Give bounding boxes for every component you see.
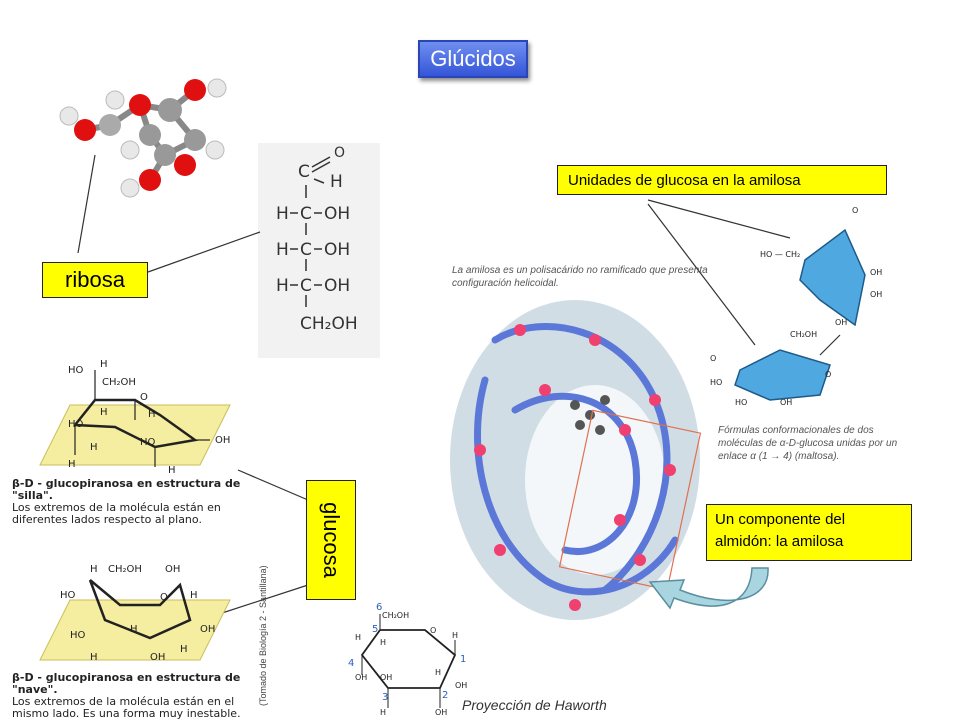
fischer-row2-right: OH [324, 240, 350, 260]
source-note: (Tomado de Biología 2 - Santillana) [258, 565, 268, 706]
nave-caption-body: Los extremos de la molécula están en el … [12, 695, 241, 720]
glucosa-label: glucosa [306, 480, 356, 600]
svg-text:OH: OH [380, 673, 392, 682]
svg-text:O: O [160, 592, 168, 603]
svg-text:OH: OH [780, 398, 792, 407]
svg-text:OH: OH [165, 564, 180, 575]
svg-text:OH: OH [870, 290, 882, 299]
fischer-row3-center: C [300, 276, 312, 296]
page-title: Glúcidos [418, 40, 528, 78]
fischer-row2-left: H [276, 240, 289, 260]
svg-text:OH: OH [870, 268, 882, 277]
curved-arrow-icon [648, 567, 769, 610]
svg-text:HO: HO [68, 365, 84, 376]
svg-text:OH: OH [455, 681, 467, 690]
haworth-caption: Proyección de Haworth [462, 697, 607, 713]
nave-caption: β-D - glucopiranosa en estructura de "na… [12, 672, 272, 720]
svg-text:H: H [380, 638, 386, 647]
svg-text:H: H [435, 668, 441, 677]
silla-caption: β-D - glucopiranosa en estructura de "si… [12, 478, 272, 526]
svg-text:H: H [380, 708, 386, 717]
svg-text:HO: HO [68, 419, 84, 430]
svg-text:O: O [852, 206, 858, 215]
svg-text:HO — CH₂: HO — CH₂ [760, 250, 800, 259]
haworth-num-2: 2 [442, 690, 448, 701]
svg-text:H: H [90, 652, 98, 663]
fischer-row1-right: OH [324, 204, 350, 224]
svg-text:H: H [190, 590, 198, 601]
svg-text:H: H [100, 407, 108, 418]
svg-text:HO: HO [60, 590, 76, 601]
svg-text:CH₂OH: CH₂OH [790, 330, 817, 339]
nave-caption-title: β-D - glucopiranosa en estructura de "na… [12, 671, 241, 696]
svg-text:CH₂OH: CH₂OH [108, 564, 142, 575]
silla-caption-title: β-D - glucopiranosa en estructura de "si… [12, 477, 241, 502]
fischer-row1-left: H [276, 204, 289, 224]
svg-text:H: H [148, 409, 156, 420]
svg-text:HO: HO [710, 378, 722, 387]
svg-text:O: O [140, 392, 148, 403]
svg-text:HO: HO [70, 630, 86, 641]
ribose-3d-model [59, 78, 227, 198]
fischer-row3-right: OH [324, 276, 350, 296]
svg-text:O: O [430, 626, 436, 635]
amilosa-helix [450, 300, 702, 620]
haworth-num-4: 4 [348, 658, 354, 669]
svg-text:OH: OH [200, 624, 215, 635]
amilosa-description: La amilosa es un polisacárido no ramific… [452, 265, 708, 289]
silla-caption-body: Los extremos de la molécula están en dif… [12, 501, 221, 526]
ribosa-label: ribosa [42, 262, 148, 298]
fischer-top-oxygen: O [334, 145, 345, 161]
svg-text:HO: HO [735, 398, 747, 407]
svg-text:H: H [100, 359, 108, 370]
amilosa-units-label: Unidades de glucosa en la amilosa [557, 165, 887, 195]
fischer-row1-center: C [300, 204, 312, 224]
svg-text:O: O [710, 354, 716, 363]
fischer-top-hydrogen: H [330, 172, 343, 192]
svg-text:H: H [90, 442, 98, 453]
fischer-row2-center: C [300, 240, 312, 260]
svg-text:H: H [168, 465, 176, 475]
svg-text:H: H [90, 564, 98, 575]
maltose-description: Fórmulas conformacionales de dos molécul… [718, 425, 898, 462]
haworth-num-1: 1 [460, 654, 466, 665]
svg-text:H: H [452, 631, 458, 640]
fischer-row3-left: H [276, 276, 289, 296]
almidon-label: Un componente del almidón: la amilosa [706, 504, 912, 561]
haworth-num-3: 3 [382, 692, 388, 703]
svg-text:OH: OH [435, 708, 447, 717]
svg-text:HO: HO [140, 437, 156, 448]
fischer-projection: C O H H C OH H C OH H C OH CH₂OH [258, 143, 380, 358]
haworth-projection: CH₂OH O H H H OH OH H H OH OH 6 5 4 3 2 1 [348, 602, 467, 717]
svg-text:H: H [130, 624, 138, 635]
svg-text:CH₂OH: CH₂OH [102, 377, 136, 388]
svg-text:OH: OH [150, 652, 165, 663]
svg-text:H: H [180, 644, 188, 655]
svg-text:OH: OH [835, 318, 847, 327]
svg-text:CH₂OH: CH₂OH [382, 611, 409, 620]
svg-text:H: H [355, 633, 361, 642]
svg-text:O: O [825, 370, 831, 379]
svg-text:OH: OH [215, 435, 230, 446]
svg-text:OH: OH [355, 673, 367, 682]
fischer-top-carbon: C [298, 162, 310, 182]
haworth-num-6: 6 [376, 602, 382, 613]
svg-text:H: H [68, 459, 76, 470]
haworth-num-5: 5 [372, 624, 378, 635]
fischer-bottom: CH₂OH [300, 314, 358, 334]
